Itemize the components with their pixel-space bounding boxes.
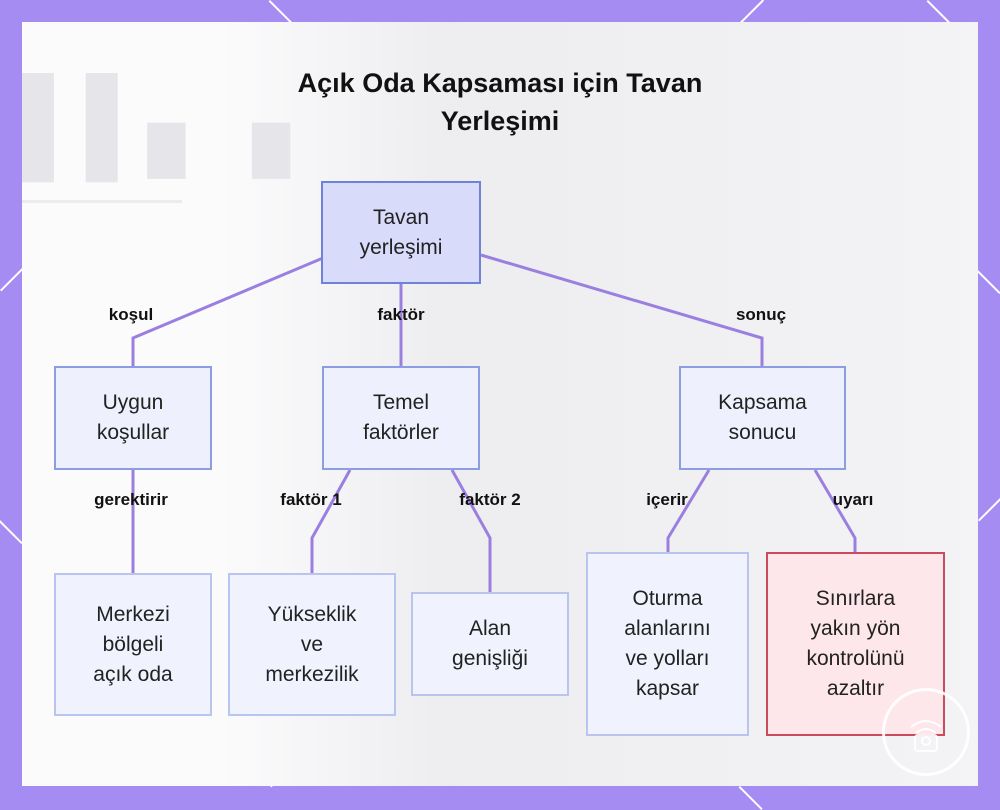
node-result: Kapsama sonucu [679, 366, 846, 470]
node-seating: Oturma alanlarını ve yolları kapsar [586, 552, 749, 736]
blurred-background-divider [22, 200, 182, 203]
edge-root-result [480, 253, 764, 366]
watermark-logo-icon [882, 688, 970, 776]
node-factors: Temel faktörler [322, 366, 480, 470]
edge-factors-area [450, 469, 492, 592]
edge-result-seating [666, 469, 711, 552]
edge-label-faktor: faktör [377, 305, 425, 324]
edge-label-icerir: içerir [646, 490, 688, 509]
diagram-title: Açık Oda Kapsaması için Tavan Yerleşimi [297, 68, 703, 136]
edge-label-faktor-1: faktör 1 [280, 490, 342, 509]
node-central-room: Merkezi bölgeli açık oda [54, 573, 212, 716]
edge-label-sonuc: sonuç [735, 305, 787, 324]
edge-factors-height [310, 469, 352, 573]
edge-label-faktor-2: faktör 2 [459, 490, 521, 509]
edge-root-conditions [131, 256, 324, 366]
edge-result-walls [813, 469, 857, 552]
node-area: Alan genişliği [411, 592, 569, 696]
node-height: Yükseklik ve merkezilik [228, 573, 396, 716]
node-conditions: Uygun koşullar [54, 366, 212, 470]
node-root: Tavan yerleşimi [321, 181, 481, 284]
edge-label-gerektirir: gerektirir [94, 490, 168, 509]
edge-label-kosul: koşul [108, 305, 154, 324]
edge-label-uyari: uyarı [832, 490, 874, 509]
blurred-background-shape: ▌▌▖▗ [22, 75, 288, 175]
